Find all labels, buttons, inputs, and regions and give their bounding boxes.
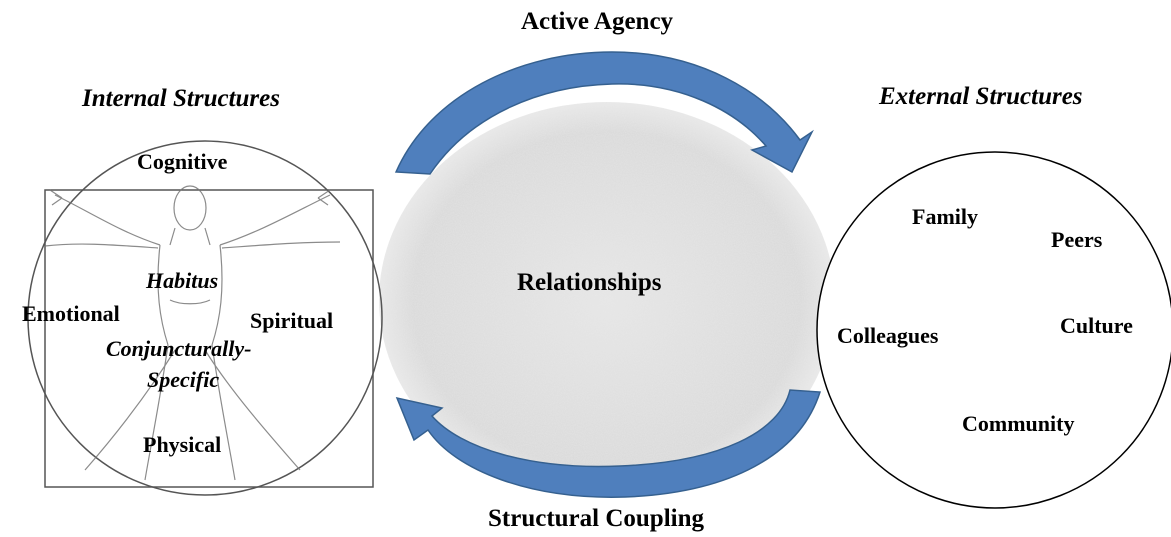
conjuncturally-label: Conjuncturally- (106, 336, 252, 361)
cognitive-label: Cognitive (137, 149, 228, 174)
culture-label: Culture (1060, 313, 1133, 338)
spiritual-label: Spiritual (250, 308, 334, 333)
colleagues-label: Colleagues (837, 323, 939, 348)
physical-label: Physical (143, 432, 222, 457)
external-structures-heading: External Structures (879, 83, 1083, 110)
relationships-circle (379, 102, 835, 498)
internal-structures-heading: Internal Structures (82, 85, 280, 112)
specific-label: Specific (147, 367, 220, 392)
habitus-label: Habitus (146, 268, 219, 293)
peers-label: Peers (1051, 227, 1103, 252)
community-label: Community (962, 411, 1075, 436)
emotional-label: Emotional (22, 301, 120, 326)
structural-coupling-arrow (395, 389, 822, 498)
active-agency-arrow (394, 51, 814, 175)
internal-circle (27, 140, 383, 496)
structural-coupling-label: Structural Coupling (488, 505, 705, 532)
family-label: Family (912, 204, 978, 229)
relationships-label: Relationships (517, 269, 662, 296)
active-agency-label: Active Agency (521, 8, 674, 35)
internal-square (44, 189, 374, 488)
vitruvian-figure (27, 140, 383, 496)
external-circle (816, 151, 1171, 509)
